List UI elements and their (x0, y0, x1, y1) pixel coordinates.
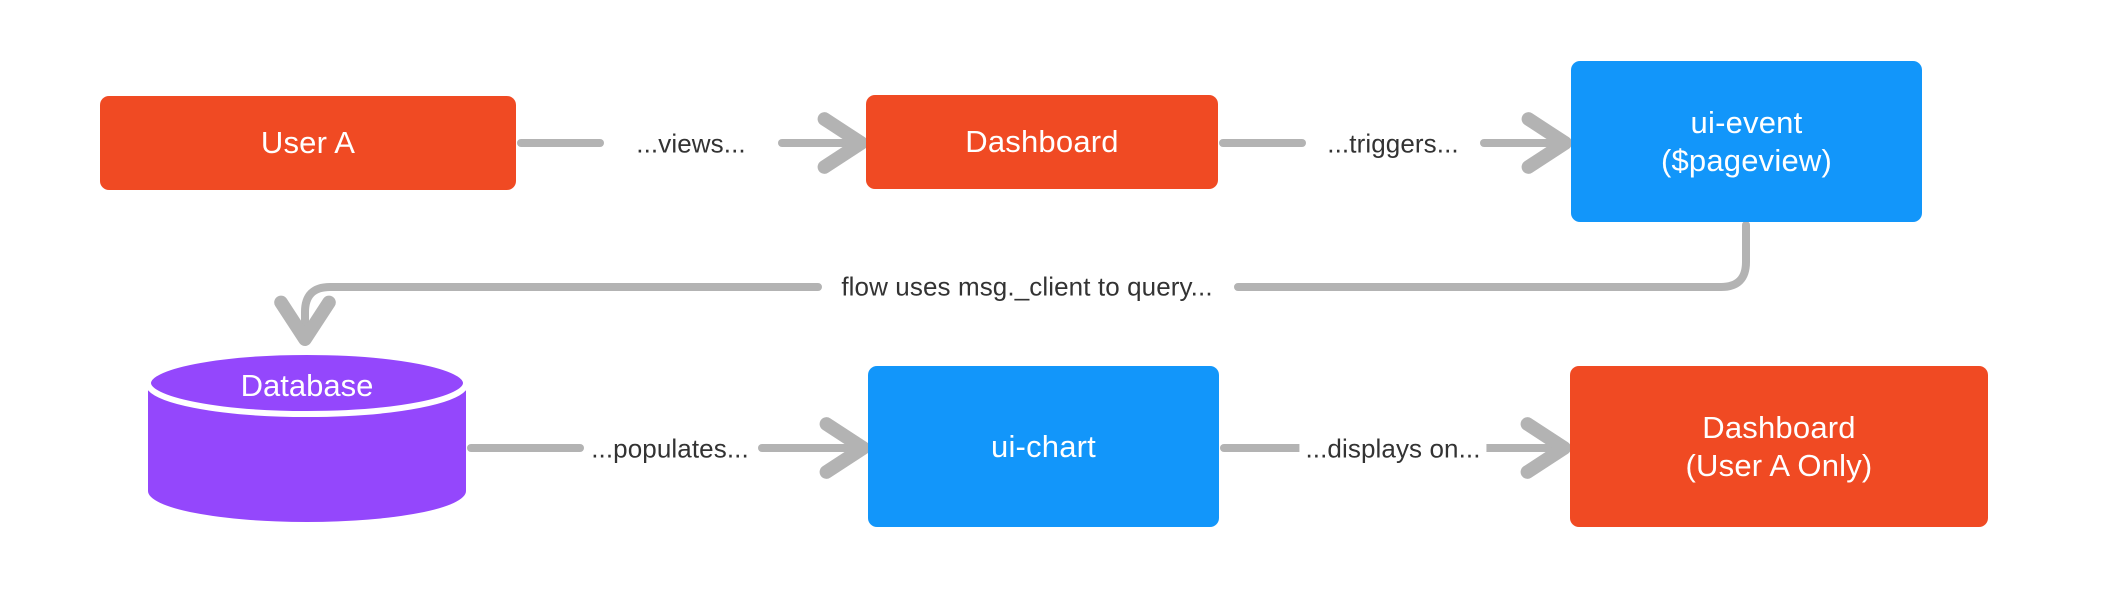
edge-label-flow-uses-client: flow uses msg._client to query... (835, 271, 1219, 303)
database-cylinder-top (148, 352, 466, 417)
edge-label-populates: ...populates... (585, 433, 755, 465)
node-user-a[interactable]: User A (100, 96, 516, 190)
node-database-label: Database (240, 368, 374, 403)
node-user-a-label: User A (260, 125, 356, 161)
node-ui-event-label: ui-event (1690, 105, 1803, 141)
database-cylinder-body (148, 383, 466, 522)
node-ui-chart-label: ui-chart (991, 428, 1096, 464)
node-dashboard-user-a[interactable]: Dashboard (User A Only) (1570, 366, 1988, 527)
node-dashboard-user-a-label: Dashboard (1702, 410, 1856, 446)
edge-label-displays-on: ...displays on... (1299, 433, 1487, 465)
node-dashboard-top-label: Dashboard (965, 124, 1119, 160)
node-ui-event[interactable]: ui-event ($pageview) (1571, 61, 1922, 222)
edge-label-views: ...views... (630, 128, 752, 160)
node-dashboard-user-a-sublabel: (User A Only) (1685, 447, 1873, 483)
node-dashboard-top[interactable]: Dashboard (866, 95, 1218, 189)
node-database[interactable] (148, 352, 466, 522)
edge-label-triggers: ...triggers... (1321, 128, 1465, 160)
node-ui-chart[interactable]: ui-chart (868, 366, 1219, 527)
node-ui-event-sublabel: ($pageview) (1660, 142, 1833, 178)
